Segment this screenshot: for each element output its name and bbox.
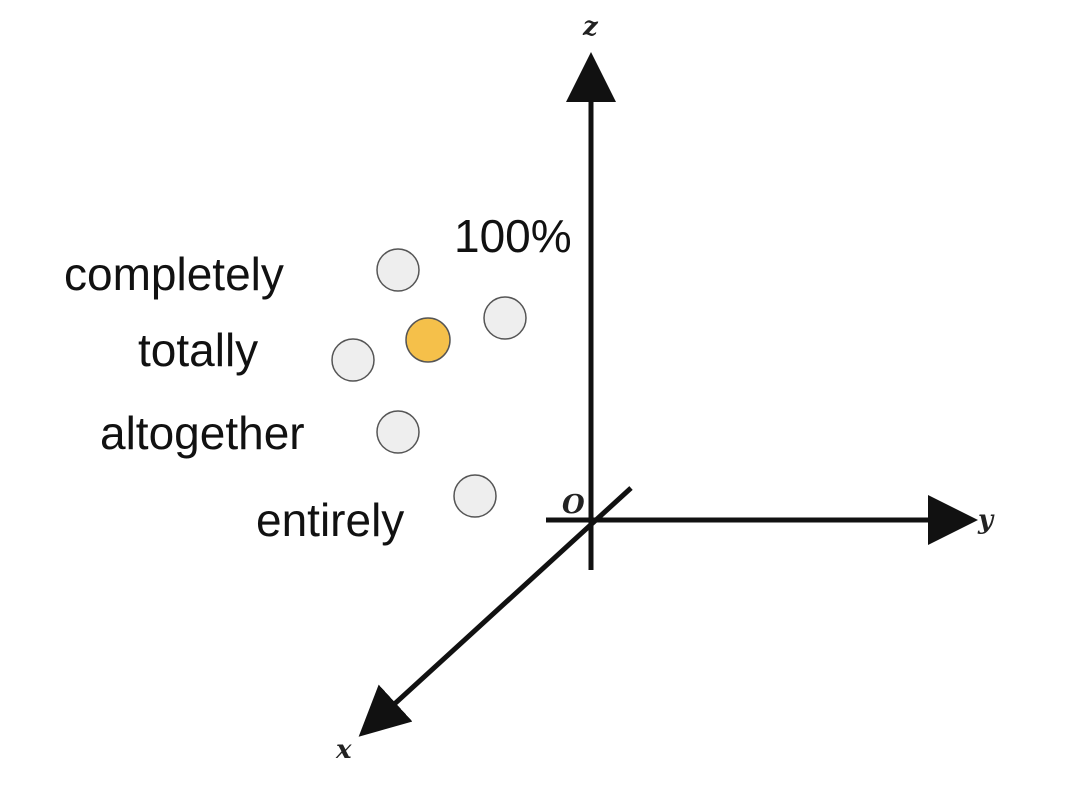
z-axis-label: z [582,12,599,42]
word-entirely: entirely [256,494,404,546]
z-value-label: 100% [454,210,572,262]
node-completely [376,248,420,292]
word-altogether: altogether [100,407,305,459]
x-axis-label: x [335,735,352,765]
word-completely: completely [64,248,284,300]
word-totally: totally [138,324,258,376]
origin-label: O [562,490,585,520]
y-axis-label: y [977,505,995,535]
node-entirely [453,474,497,518]
node-altogether [376,410,420,454]
node-upper-right [483,296,527,340]
x-axis [358,486,633,737]
node-totally [331,338,375,382]
node-center [405,317,451,363]
